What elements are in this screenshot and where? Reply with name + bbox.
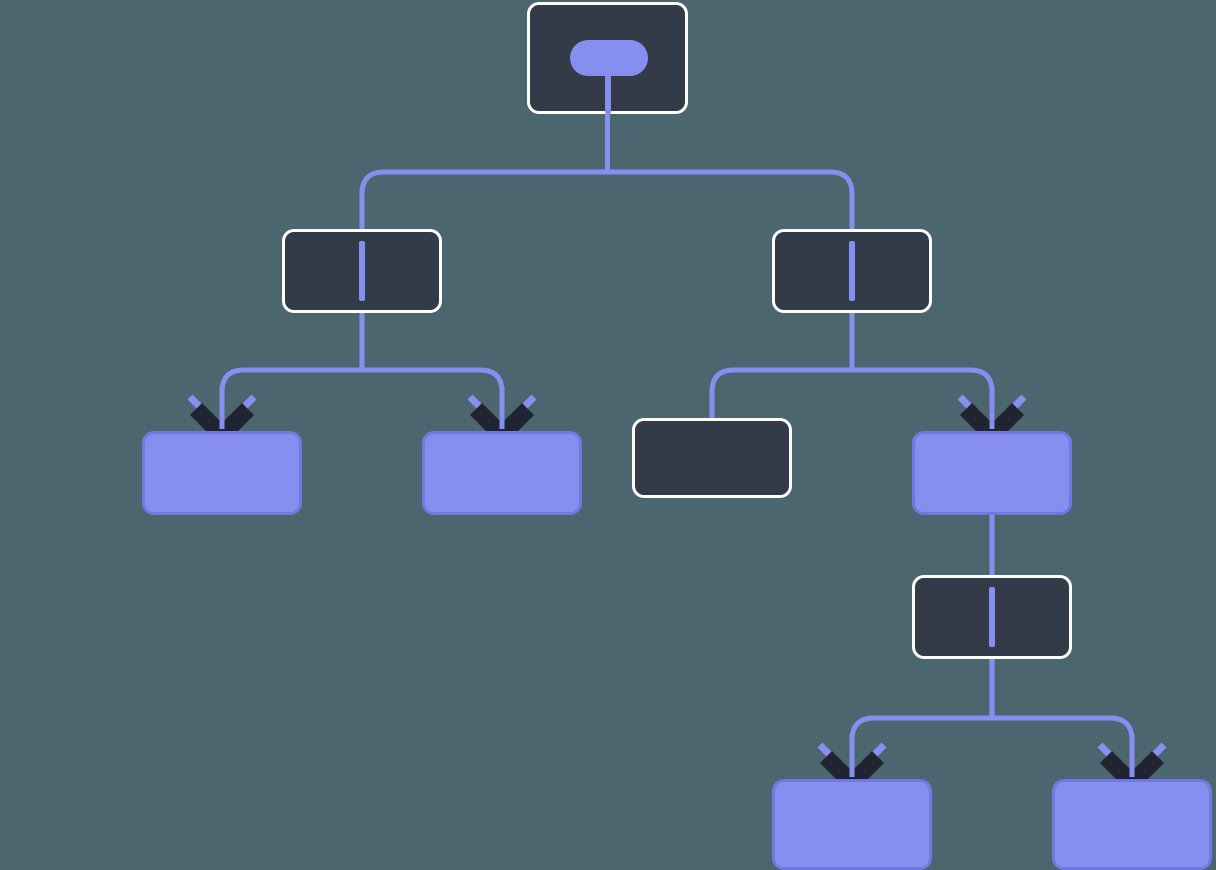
edge-root-to-branch-right [607, 169, 855, 229]
node-caret [849, 241, 855, 301]
node-caret [605, 58, 611, 114]
node-caret [359, 241, 365, 301]
edge-root-to-branch-left [359, 169, 608, 229]
leaf-node-5[interactable] [1052, 779, 1212, 870]
leaf-node-1[interactable] [142, 431, 302, 515]
leaf-node-2[interactable] [422, 431, 582, 515]
leaf-node-3[interactable] [912, 431, 1072, 515]
node-caret [989, 587, 995, 647]
empty-node[interactable] [632, 418, 792, 498]
leaf-node-4[interactable] [772, 779, 932, 870]
edge-branch-right-to-empty-node [709, 367, 852, 418]
